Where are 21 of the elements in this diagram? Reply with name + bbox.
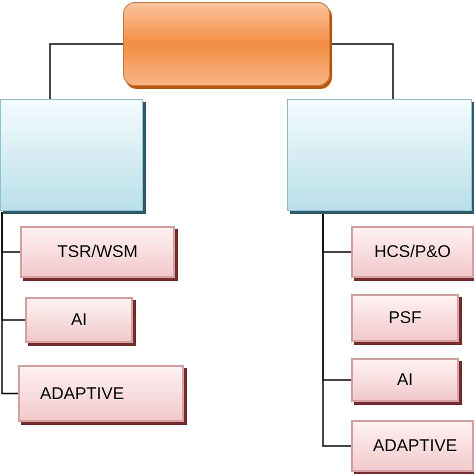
method-box xyxy=(351,420,474,472)
method-box xyxy=(18,365,184,422)
method-label: AI xyxy=(70,309,88,332)
method-box xyxy=(351,294,459,342)
top-box xyxy=(123,2,330,86)
method-label: ADAPTIVE xyxy=(40,382,124,405)
category-box xyxy=(287,99,472,211)
method-label: TSR/WSM xyxy=(57,241,138,264)
method-box xyxy=(25,297,133,343)
method-box xyxy=(20,226,175,278)
connector-line xyxy=(49,43,123,99)
method-box xyxy=(351,358,459,402)
method-box xyxy=(351,226,474,278)
connector-line xyxy=(330,43,394,99)
method-label: PSF xyxy=(388,307,422,330)
connector-line xyxy=(1,212,18,394)
method-label: HCS/P&O xyxy=(374,241,451,264)
method-label: AI xyxy=(396,369,414,392)
category-box xyxy=(0,99,143,211)
method-label: ADAPTIVE xyxy=(373,435,458,458)
connector-line xyxy=(322,212,351,447)
